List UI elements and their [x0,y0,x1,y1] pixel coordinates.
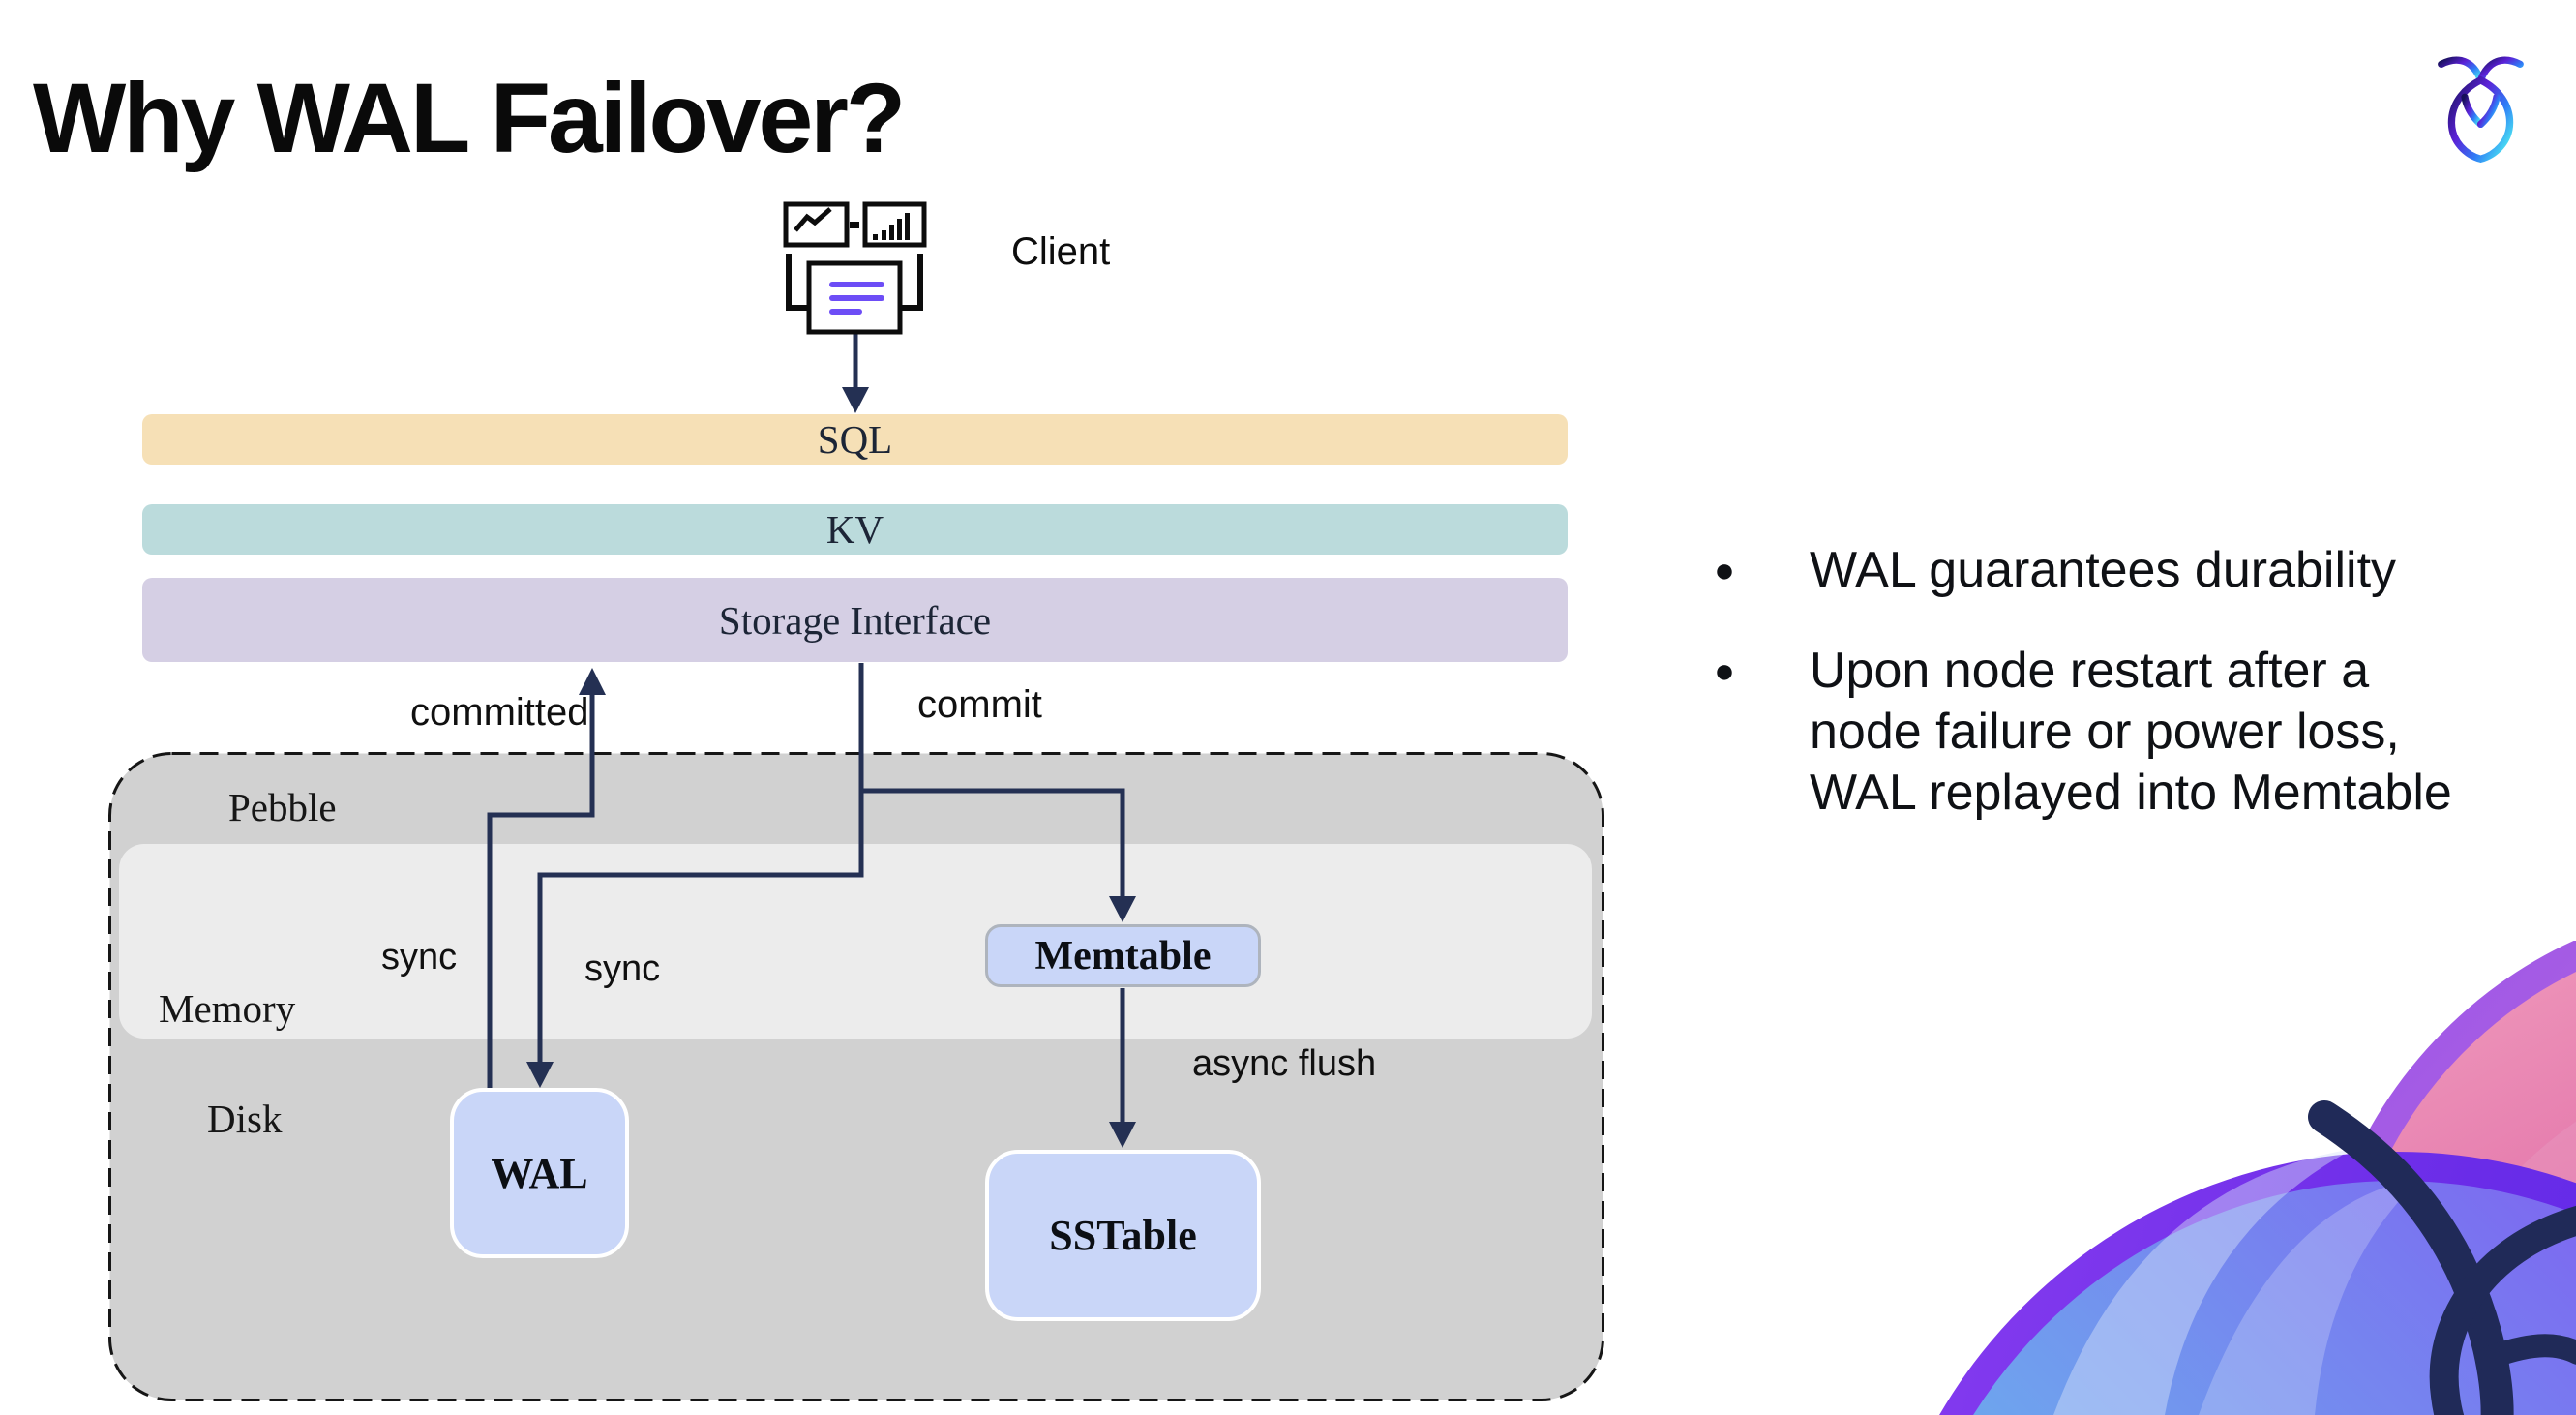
bullet-line: node failure or power loss, [1810,704,2400,760]
disk-label: Disk [207,1097,283,1141]
wal-node: WAL [450,1088,629,1258]
bracket-icons [786,254,923,311]
edge-label-sync-right: sync [584,948,661,989]
arrow-heads [526,387,1136,1148]
bullet-line: WAL replayed into Memtable [1810,765,2452,821]
client-icon [783,201,927,335]
layer-label-storage-interface: Storage Interface [718,597,992,643]
bar-chart-icon [862,201,927,248]
blue-highlight-petal [2053,1149,2353,1415]
arrowhead-down-icon [1109,1122,1136,1148]
pebble-label: Pebble [228,785,337,829]
memory-label: Memory [159,986,296,1031]
bullet-item: WAL guarantees durability [1810,540,2396,601]
blue-highlight-petal [2199,1178,2421,1415]
bullet-item: Upon node restart after a node failure o… [1810,641,2452,824]
memtable-node-label: Memtable [1034,933,1212,978]
cockroachdb-logo-icon [2438,56,2524,163]
layer-label-sql: SQL [817,417,893,462]
layer-bar-kv: KV [142,504,1568,555]
commit-sync-trunk [537,663,864,1063]
layer-bar-sql: SQL [142,414,1568,465]
arrowhead-down-icon [842,387,869,413]
edge-label-async-flush: async flush [1192,1043,1377,1084]
arrowhead-down-icon [1109,896,1136,922]
document-icon [806,260,903,335]
layer-bar-storage-interface: Storage Interface [142,578,1568,662]
line-chart-icon [783,201,850,248]
edge-label-commit: commit [917,683,1042,726]
sstable-node-label: SSTable [1049,1212,1197,1259]
flow-arrows [487,334,1125,1123]
layer-label-kv: KV [825,507,884,552]
slide-title: Why WAL Failover? [33,63,906,173]
bullet-line: WAL guarantees durability [1810,542,2397,598]
brand-petal-art [1939,941,2576,1415]
client-label: Client [1011,230,1111,273]
edge-label-committed: committed [410,691,589,734]
memtable-node: Memtable [985,924,1261,987]
wal-node-label: WAL [491,1149,588,1197]
committed-arrow [487,694,595,1088]
commit-to-memtable-arrow [861,788,1125,898]
bullet-dot: ● [1714,550,1735,589]
edge-label-sync-left: sync [381,937,458,978]
navy-vein-strokes [2308,1100,2576,1415]
bullet-line: Upon node restart after a [1810,643,2370,699]
arrowhead-up-icon [579,668,606,695]
dash-connector [850,222,859,228]
sstable-node: SSTable [985,1150,1261,1321]
arrowhead-down-icon [526,1062,554,1088]
bullet-dot: ● [1714,650,1735,690]
